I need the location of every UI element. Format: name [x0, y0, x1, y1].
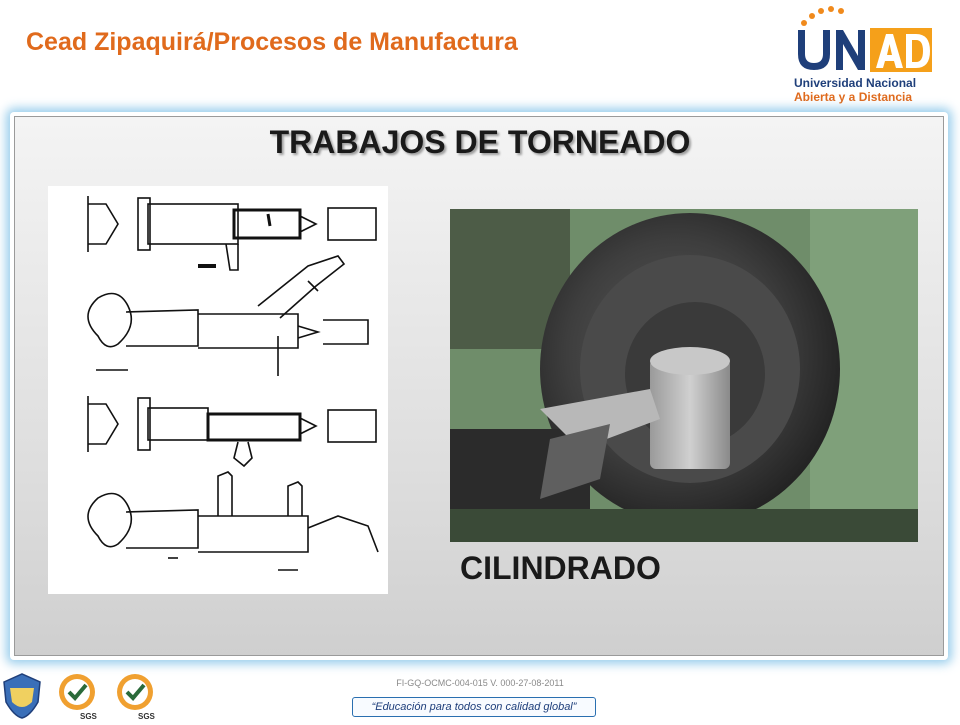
sgs-label: SGS [80, 712, 97, 721]
slogan-box: “Educación para todos con calidad global… [352, 697, 596, 717]
sgs-label: SGS [138, 712, 155, 721]
colombia-shield-icon [0, 672, 44, 725]
iso-certification-badge-2: SGS [110, 670, 160, 725]
university-subtitle: Abierta y a Distancia [794, 90, 913, 104]
iso-certification-badge: SGS [52, 670, 102, 725]
slide-title: TRABAJOS DE TORNEADO [269, 124, 691, 160]
photo-caption: CILINDRADO [460, 550, 661, 586]
unad-logo: Universidad Nacional Abierta y a Distanc… [790, 6, 940, 106]
check-icon [117, 674, 153, 710]
check-icon [59, 674, 95, 710]
turning-diagram [48, 186, 388, 594]
lathe-photo [450, 209, 918, 542]
unad-logo-mark [798, 6, 932, 72]
page-title: Cead Zipaquirá/Procesos de Manufactura [26, 28, 518, 56]
document-code: FI-GQ-OCMC-004-015 V. 000-27-08-2011 [396, 678, 564, 688]
university-name: Universidad Nacional [794, 76, 917, 90]
